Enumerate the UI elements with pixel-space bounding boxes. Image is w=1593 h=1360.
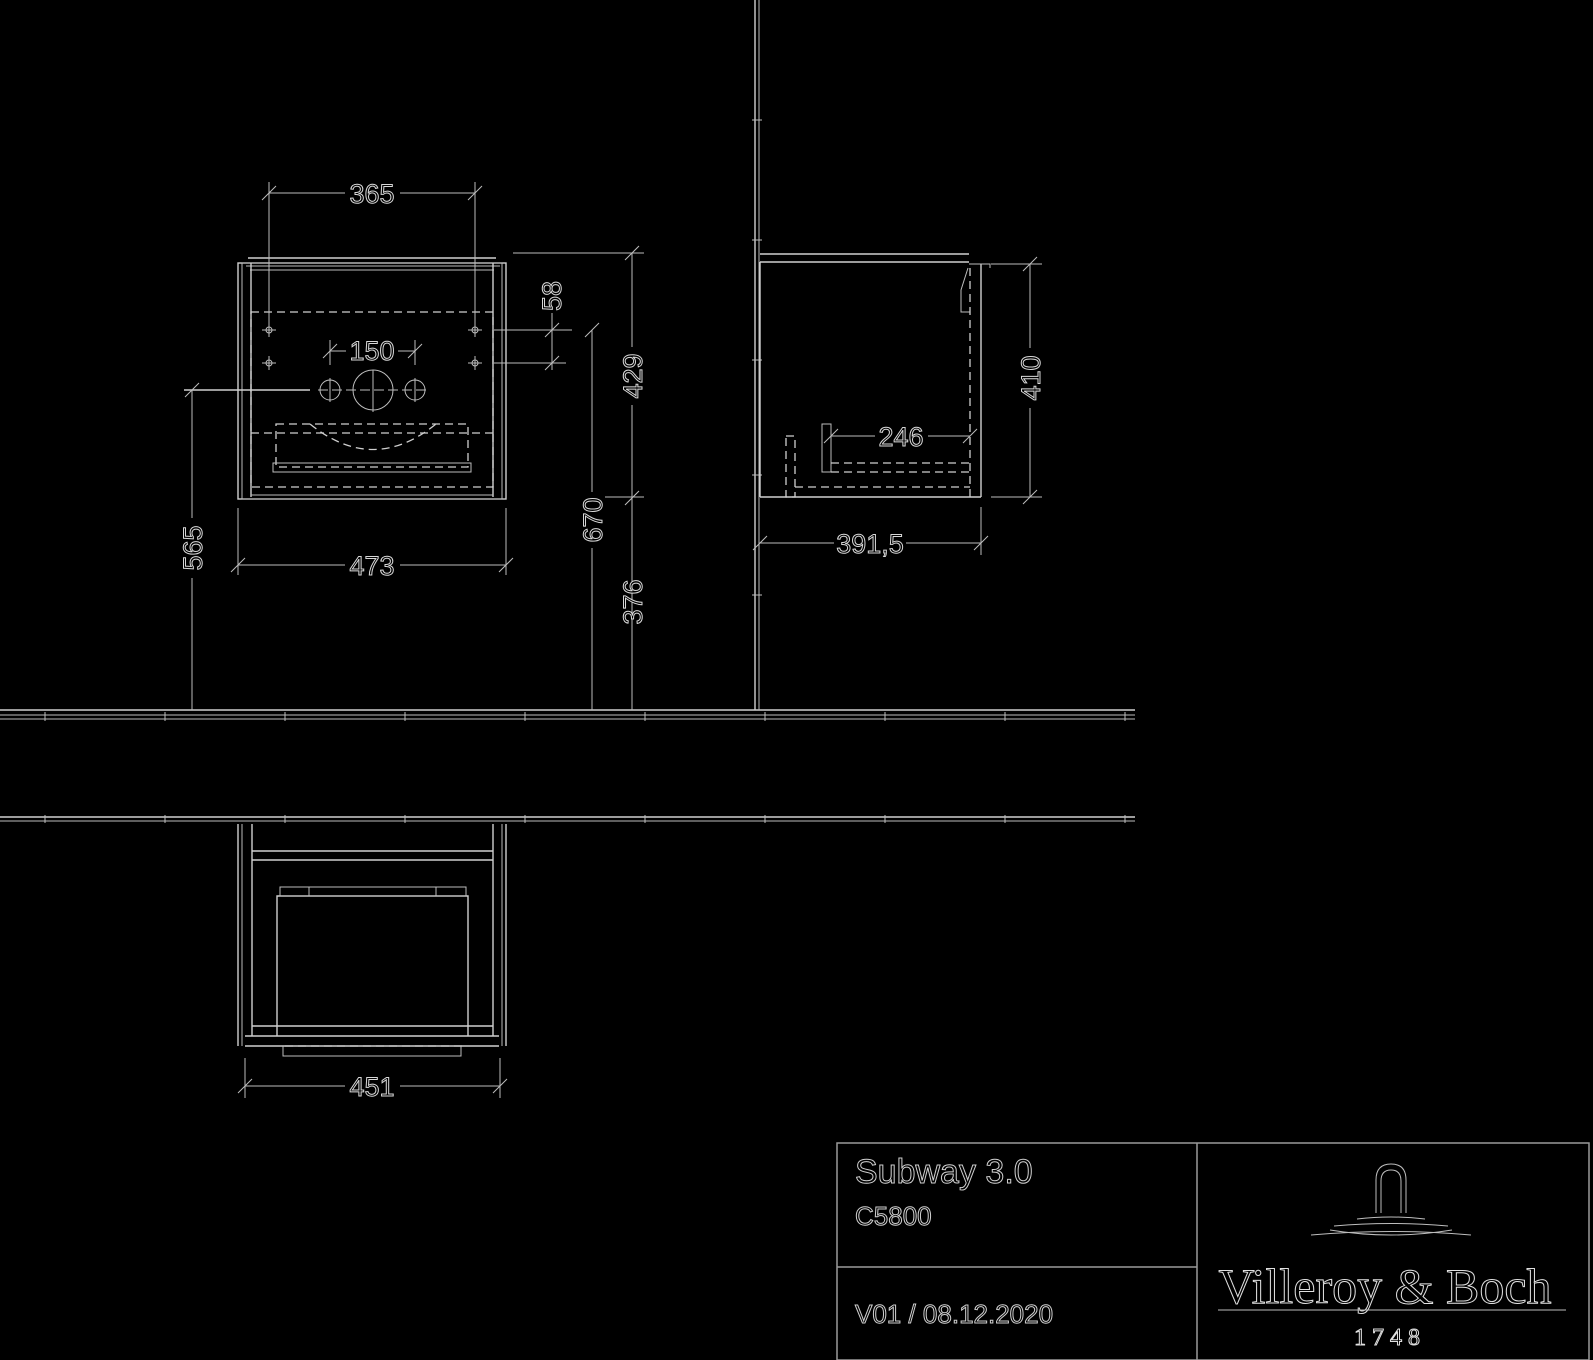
floor-line-upper (0, 709, 1135, 721)
dim-365: 365 (349, 179, 394, 209)
brand-logo: Villeroy & Boch 1748 (1218, 1163, 1566, 1352)
brand-year: 1748 (1354, 1325, 1426, 1351)
top-view (237, 824, 507, 1057)
version-date: V01 / 08.12.2020 (855, 1299, 1053, 1329)
dim-246: 246 (878, 422, 923, 452)
front-view (184, 257, 507, 500)
dim-150: 150 (349, 336, 394, 366)
wall-line (752, 0, 762, 710)
floor-line-lower (0, 815, 1135, 823)
top-dimensions (237, 1058, 508, 1098)
basin-cutout (251, 423, 493, 473)
dim-565: 565 (178, 525, 208, 570)
title-block: Subway 3.0 C5800 V01 / 08.12.2020 (836, 1142, 1590, 1360)
dim-670: 670 (578, 497, 608, 542)
tap-holes (184, 369, 430, 412)
dim-376: 376 (618, 579, 648, 624)
dim-410: 410 (1016, 355, 1046, 400)
dim-451: 451 (349, 1072, 394, 1102)
dim-473: 473 (349, 551, 394, 581)
side-view (759, 253, 991, 498)
front-dim-labels: 365 150 58 429 473 670 376 565 (178, 179, 649, 626)
product-code: C5800 (855, 1201, 932, 1231)
product-name: Subway 3.0 (855, 1153, 1033, 1191)
fountain-icon (1310, 1163, 1472, 1236)
dim-391-5: 391,5 (836, 529, 904, 559)
side-dimensions (752, 256, 1042, 555)
dim-429: 429 (618, 353, 648, 398)
side-dim-labels: 410 246 391,5 (836, 355, 1047, 560)
brand-name: Villeroy & Boch (1218, 1258, 1551, 1314)
dim-58: 58 (537, 281, 567, 311)
front-dimensions (184, 182, 644, 710)
